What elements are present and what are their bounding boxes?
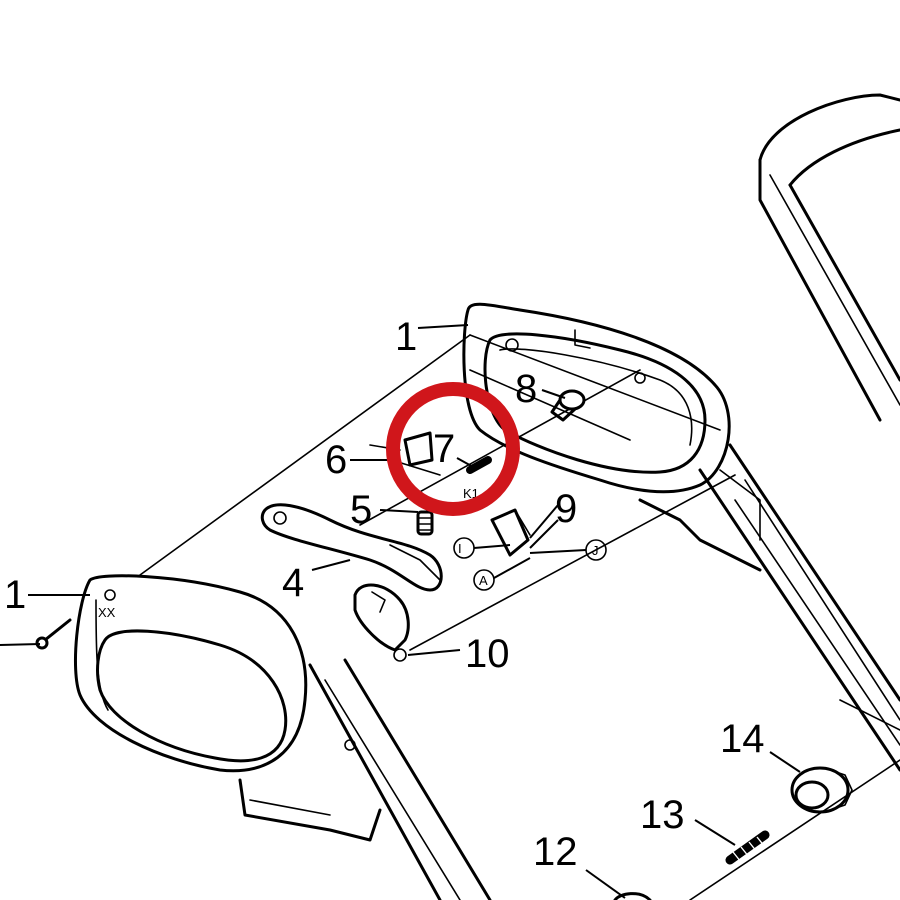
callout-6: 6 [325,438,347,482]
left-upright [238,658,492,900]
callout-8: 8 [515,367,537,411]
callout-labels: 1 1 4 5 6 7 8 9 10 12 13 14 [4,315,765,874]
connector-a [473,569,495,591]
connector-i [453,537,475,559]
spring-part-5 [416,510,434,536]
right-upright [638,443,900,772]
handlebar [758,93,900,422]
callout-13: 13 [640,793,685,837]
knob-part-14 [790,766,853,814]
connector-j-label: J [592,543,599,558]
bushing-part-8 [550,389,586,422]
connector-part-9 [490,508,531,557]
leader-lines [0,324,801,899]
callout-12: 12 [533,830,578,874]
callout-1-lower: 1 [4,573,26,617]
mark-k1: K1 [463,486,479,501]
callout-1-upper: 1 [395,315,417,359]
plate-part-6 [369,431,441,476]
spring-part-7: K1 [463,456,492,501]
frame-plate [139,334,736,651]
callout-4: 4 [282,561,304,605]
callout-9: 9 [555,487,577,531]
part-12 [613,892,652,900]
connector-markers: I J A [453,537,607,591]
lever-bracket-part-4 [260,503,443,592]
callout-5: 5 [350,488,372,532]
threaded-rod-part-13 [725,830,770,865]
switch-housing-part-10 [353,583,410,662]
highlight-circle [386,382,520,516]
grip-tab-mark: XX [98,605,116,620]
screw-left [35,618,72,650]
callout-14: 14 [720,717,765,761]
connector-a-label: A [479,573,488,588]
connector-i-label: I [458,541,462,556]
right-hand-grip [462,302,731,494]
callout-7: 7 [433,427,455,471]
left-hand-grip: XX [74,574,308,773]
lower-frame-line [689,759,900,900]
callout-10: 10 [465,632,510,676]
